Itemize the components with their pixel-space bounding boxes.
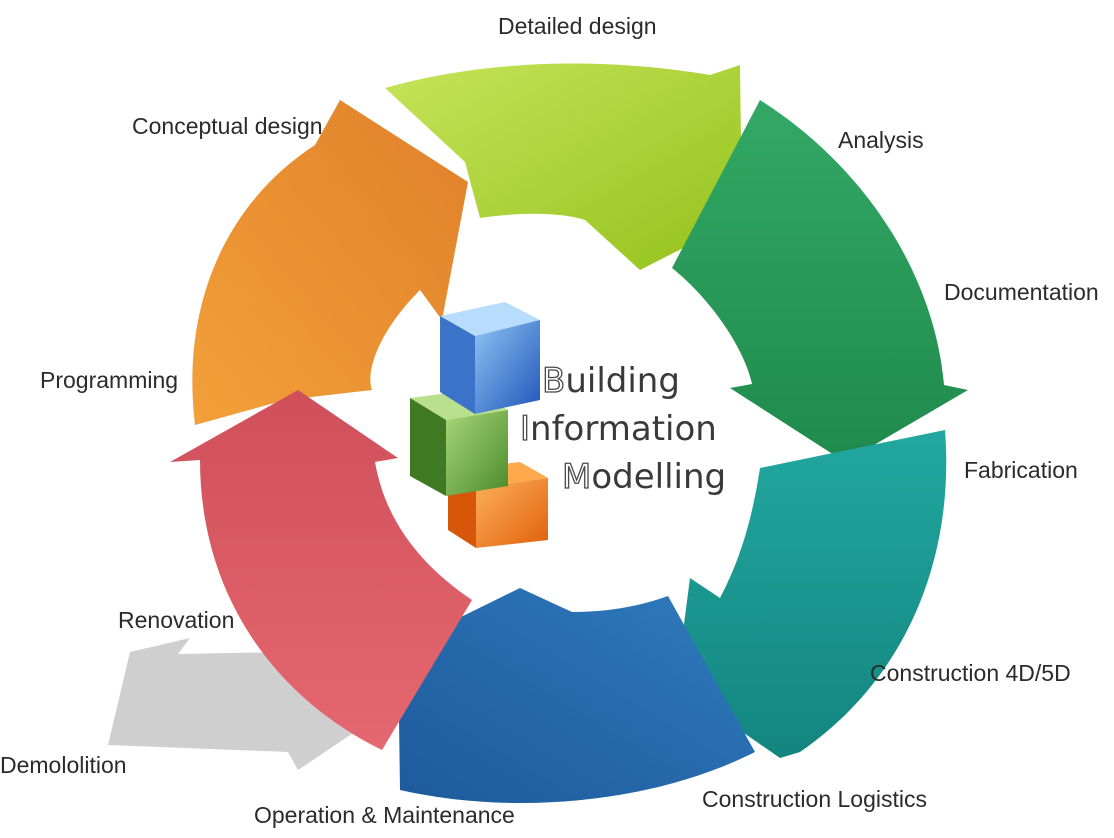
label-operation-maintenance: Operation & Maintenance [254, 802, 515, 828]
operation-arrow [398, 588, 755, 804]
title-line-building: Building [542, 361, 680, 401]
label-documentation: Documentation [944, 279, 1099, 305]
bim-cubes-logo [410, 302, 548, 548]
blue-cube-icon [440, 302, 540, 414]
label-programming: Programming [40, 367, 178, 393]
label-detailed-design: Detailed design [498, 13, 657, 39]
bim-title: Building Information Modelling [519, 360, 726, 497]
title-line-modelling: Modelling [562, 457, 726, 497]
title-line-information: Information [520, 409, 717, 449]
label-construction-logistics: Construction Logistics [702, 786, 927, 812]
detailed-design-arrow [385, 63, 742, 270]
label-construction-4d5d: Construction 4D/5D [870, 660, 1071, 686]
label-demolition: Demololition [0, 752, 127, 778]
programming-arrow [192, 100, 468, 425]
renovation-arrow [170, 390, 472, 750]
label-renovation: Renovation [118, 607, 234, 633]
label-conceptual-design: Conceptual design [132, 113, 323, 139]
label-fabrication: Fabrication [964, 457, 1078, 483]
fabrication-arrow [676, 430, 947, 758]
analysis-arrow [672, 100, 968, 462]
label-analysis: Analysis [838, 127, 924, 153]
